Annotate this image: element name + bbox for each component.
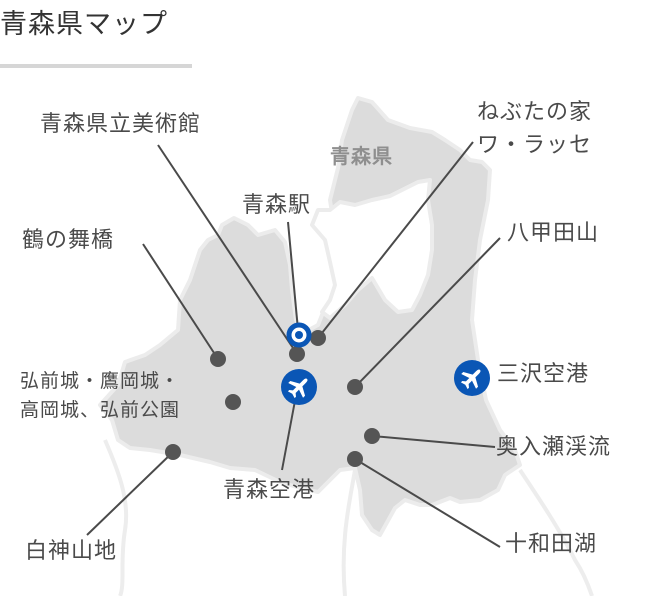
label-nebuta-house-line1: ねぶたの家 xyxy=(477,100,593,125)
title-underline xyxy=(0,64,192,68)
leader-lines xyxy=(86,141,501,548)
label-oirase: 奥入瀬渓流 xyxy=(496,435,612,460)
label-towada: 十和田湖 xyxy=(505,532,598,557)
label-hirosaki-castle-line2: 高岡城、弘前公園 xyxy=(20,399,181,421)
label-aomori-museum: 青森県立美術館 xyxy=(40,112,202,137)
label-aomori-airport: 青森空港 xyxy=(223,478,316,503)
marker-tsuru-no-maihashi xyxy=(210,351,226,367)
marker-hakkoda xyxy=(347,379,363,395)
page-title: 青森県マップ xyxy=(0,9,168,40)
label-tsuru-no-maihashi: 鶴の舞橋 xyxy=(22,228,115,253)
label-shirakami: 白神山地 xyxy=(25,539,118,564)
marker-oirase xyxy=(364,428,380,444)
label-hirosaki-castle-line1: 弘前城・鷹岡城・ xyxy=(20,370,181,392)
mutsu-bay xyxy=(310,178,434,320)
label-aomori-station: 青森駅 xyxy=(242,193,312,218)
marker-hirosaki-castle xyxy=(225,394,241,410)
label-misawa-airport: 三沢空港 xyxy=(497,362,590,387)
marker-towada xyxy=(347,451,363,467)
marker-aomori-museum xyxy=(289,346,305,362)
marker-nebuta-house xyxy=(310,330,326,346)
station-ring-icon xyxy=(286,322,312,348)
neighbor-borders xyxy=(103,439,594,596)
label-hakkoda: 八甲田山 xyxy=(507,221,600,246)
airplane-icon xyxy=(281,369,317,405)
marker-shirakami xyxy=(165,444,181,460)
label-nebuta-house-line2: ワ・ラッセ xyxy=(477,133,593,158)
prefecture-label: 青森県 xyxy=(330,144,393,168)
airplane-icon xyxy=(454,360,490,396)
